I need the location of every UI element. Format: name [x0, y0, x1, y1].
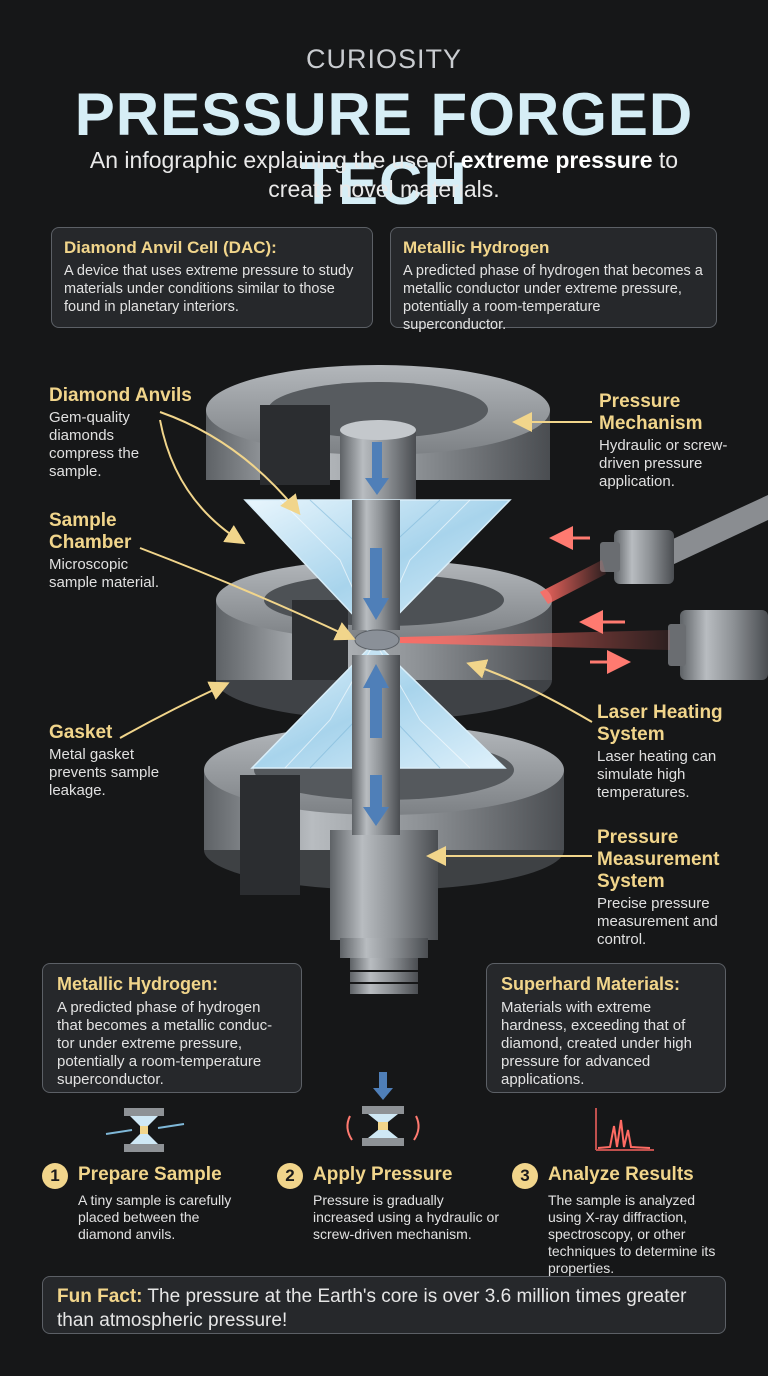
laser-beam-upper: [540, 560, 606, 604]
card-mh-body: A predicted phase of hydrogen that becom…: [403, 263, 703, 333]
label-diamond-anvils-title: Diamond Anvils: [49, 385, 192, 406]
subtitle-pre: An infographic explaining the use of: [89, 147, 461, 173]
fun-fact-text: The pressure at the Earth's core is over…: [57, 1286, 687, 1331]
pressure-arrows: [363, 442, 389, 826]
laser-heads: [600, 495, 768, 680]
label-sample-chamber-title: Sample Chamber: [49, 510, 132, 553]
kicker: CURIOSITY: [305, 44, 462, 74]
analyze-results-icon: [595, 1108, 654, 1151]
label-laser-heating-title: Laser Heating System: [597, 702, 723, 745]
fun-fact-box: Fun Fact: The pressure at the Earth's co…: [42, 1276, 726, 1334]
step-desc: A tiny sample is carefully placed betwee…: [78, 1192, 232, 1242]
card-metallic-hydrogen: Metallic Hydrogen: A predicted phase of …: [42, 963, 302, 1093]
label-gasket-title: Gasket: [49, 722, 113, 743]
step-2: 2 Apply Pressure Pressure is gradually i…: [277, 1163, 499, 1253]
card-mh-title: Metallic Hydrogen: [403, 238, 550, 257]
label-pressure-mechanism-desc: Hydraulic or screw-driven pressure appli…: [599, 437, 728, 490]
label-diamond-anvils: Diamond Anvils Gem-quality diamonds comp…: [49, 385, 199, 481]
label-gasket: Gasket Metal gasket prevents sample leak…: [49, 722, 179, 800]
label-laser-heating: Laser Heating System Laser heating can s…: [597, 702, 747, 802]
callout-arrows: [119, 411, 593, 866]
step-title: Apply Pressure: [313, 1164, 453, 1185]
label-diamond-anvils-desc: Gem-quality diamonds compress the sample…: [49, 409, 140, 480]
label-sample-chamber: Sample Chamber Microscopic sample materi…: [49, 510, 189, 592]
card-mh2-title: Metallic Hydrogen:: [57, 974, 219, 994]
prepare-sample-icon: [105, 1108, 185, 1152]
label-pressure-measurement-desc: Precise pressure measurement and control…: [597, 895, 718, 948]
subtitle-post: to create novel materials.: [268, 147, 679, 202]
step-title: Prepare Sample: [78, 1164, 222, 1185]
card-superhard-title: Superhard Materials:: [501, 974, 681, 994]
card-dac: Diamond Anvil Cell (DAC): A device that …: [51, 227, 373, 328]
laser-beam-main: [400, 630, 670, 650]
step-number: 2: [277, 1163, 303, 1189]
label-gasket-desc: Metal gasket prevents sample leakage.: [49, 746, 160, 799]
sample: [354, 629, 400, 651]
card-mh2-body: A predicted phase of hydrogen that becom…: [57, 999, 273, 1088]
label-laser-heating-desc: Laser heating can simulate high temperat…: [597, 748, 717, 801]
card-superhard-body: Materials with extreme hardness, exceedi…: [501, 999, 692, 1088]
subtitle: An infographic explaining the use of ext…: [60, 146, 708, 204]
step-number: 1: [42, 1163, 68, 1189]
page-title: PRESSURE FORGED TECH: [74, 81, 694, 217]
label-pressure-measurement: Pressure Measurement System Precise pres…: [597, 827, 762, 949]
dac-illustration: [119, 365, 768, 994]
step-desc: Pressure is gradually increased using a …: [313, 1192, 499, 1242]
laser-arrows: [549, 526, 631, 674]
fun-fact-label: Fun Fact:: [57, 1286, 143, 1307]
apply-pressure-icon: [346, 1072, 420, 1146]
subtitle-bold: extreme pressure: [460, 147, 653, 173]
card-superhard-materials: Superhard Materials: Materials with extr…: [486, 963, 726, 1093]
step-1: 1 Prepare Sample A tiny sample is carefu…: [42, 1163, 262, 1253]
step-desc: The sample is analyzed using X-ray diffr…: [548, 1192, 716, 1276]
card-dac-body: A device that uses extreme pressure to s…: [64, 263, 354, 315]
card-dac-title: Diamond Anvil Cell (DAC):: [64, 238, 277, 257]
label-sample-chamber-desc: Microscopic sample material.: [49, 556, 160, 591]
card-metallic-hydrogen-top: Metallic Hydrogen A predicted phase of h…: [390, 227, 717, 333]
label-pressure-mechanism-title: Pressure Mechanism: [599, 391, 703, 434]
step-3: 3 Analyze Results The sample is analyzed…: [512, 1163, 732, 1276]
step-number: 3: [512, 1163, 538, 1189]
label-pressure-mechanism: Pressure Mechanism Hydraulic or screw-dr…: [599, 391, 759, 491]
label-pressure-measurement-title: Pressure Measurement System: [597, 827, 720, 892]
step-title: Analyze Results: [548, 1164, 694, 1185]
